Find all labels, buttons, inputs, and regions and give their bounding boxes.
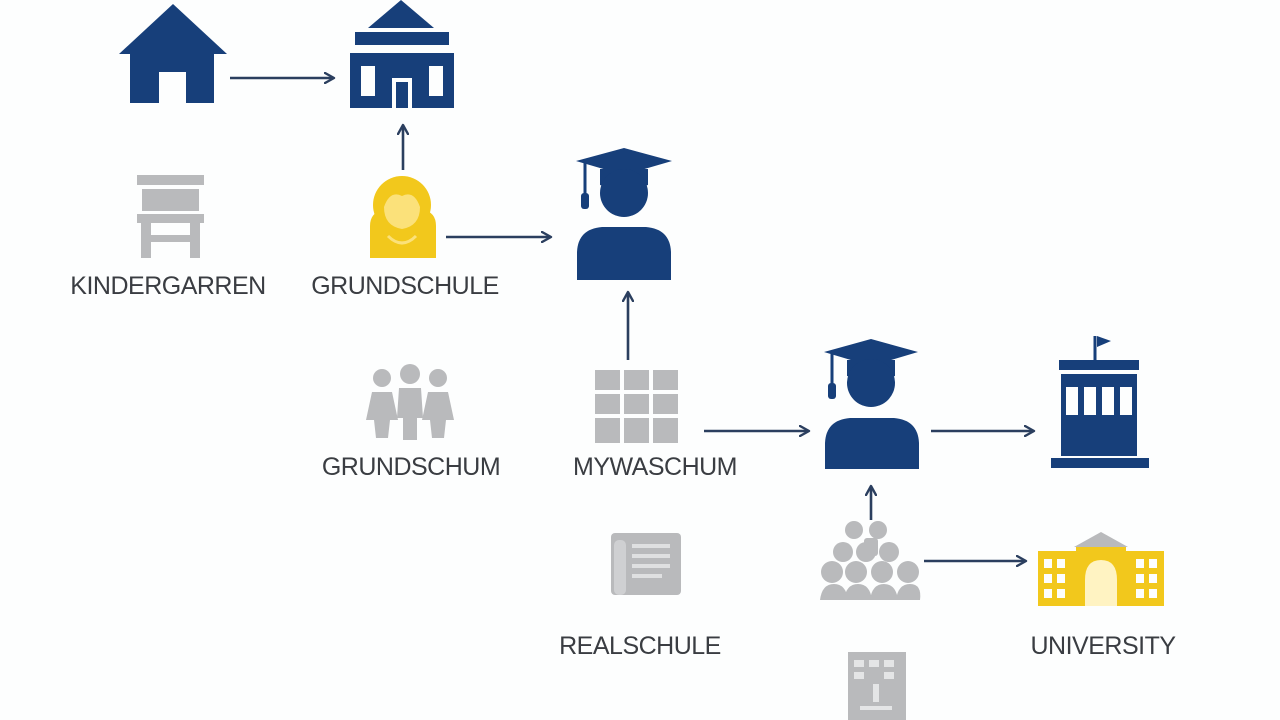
- school-building-icon: [350, 0, 454, 108]
- label-kindergarten: KINDERGARREN: [70, 272, 266, 300]
- university-building-icon: [1051, 336, 1149, 468]
- office-building-icon: [848, 652, 906, 720]
- label-grundschum: GRUNDSCHUM: [321, 453, 501, 481]
- label-realschule: REALSCHULE: [559, 632, 721, 660]
- building-blocks-icon: [595, 370, 678, 443]
- document-scroll-icon: [611, 533, 681, 595]
- bench-icon: [137, 175, 204, 258]
- label-mywaschum: MYWASCHUM: [572, 453, 738, 481]
- label-university: UNIVERSITY: [1030, 632, 1176, 660]
- university-hall-icon: [1038, 532, 1164, 606]
- graduate-icon: [576, 148, 672, 280]
- child-icon: [370, 176, 436, 258]
- flow-arrows: [230, 78, 1034, 561]
- house-icon: [119, 4, 227, 103]
- family-icon: [366, 364, 454, 440]
- graduate-icon: [824, 339, 919, 469]
- label-grundschule: GRUNDSCHULE: [311, 272, 499, 300]
- student-group-icon: [820, 521, 921, 600]
